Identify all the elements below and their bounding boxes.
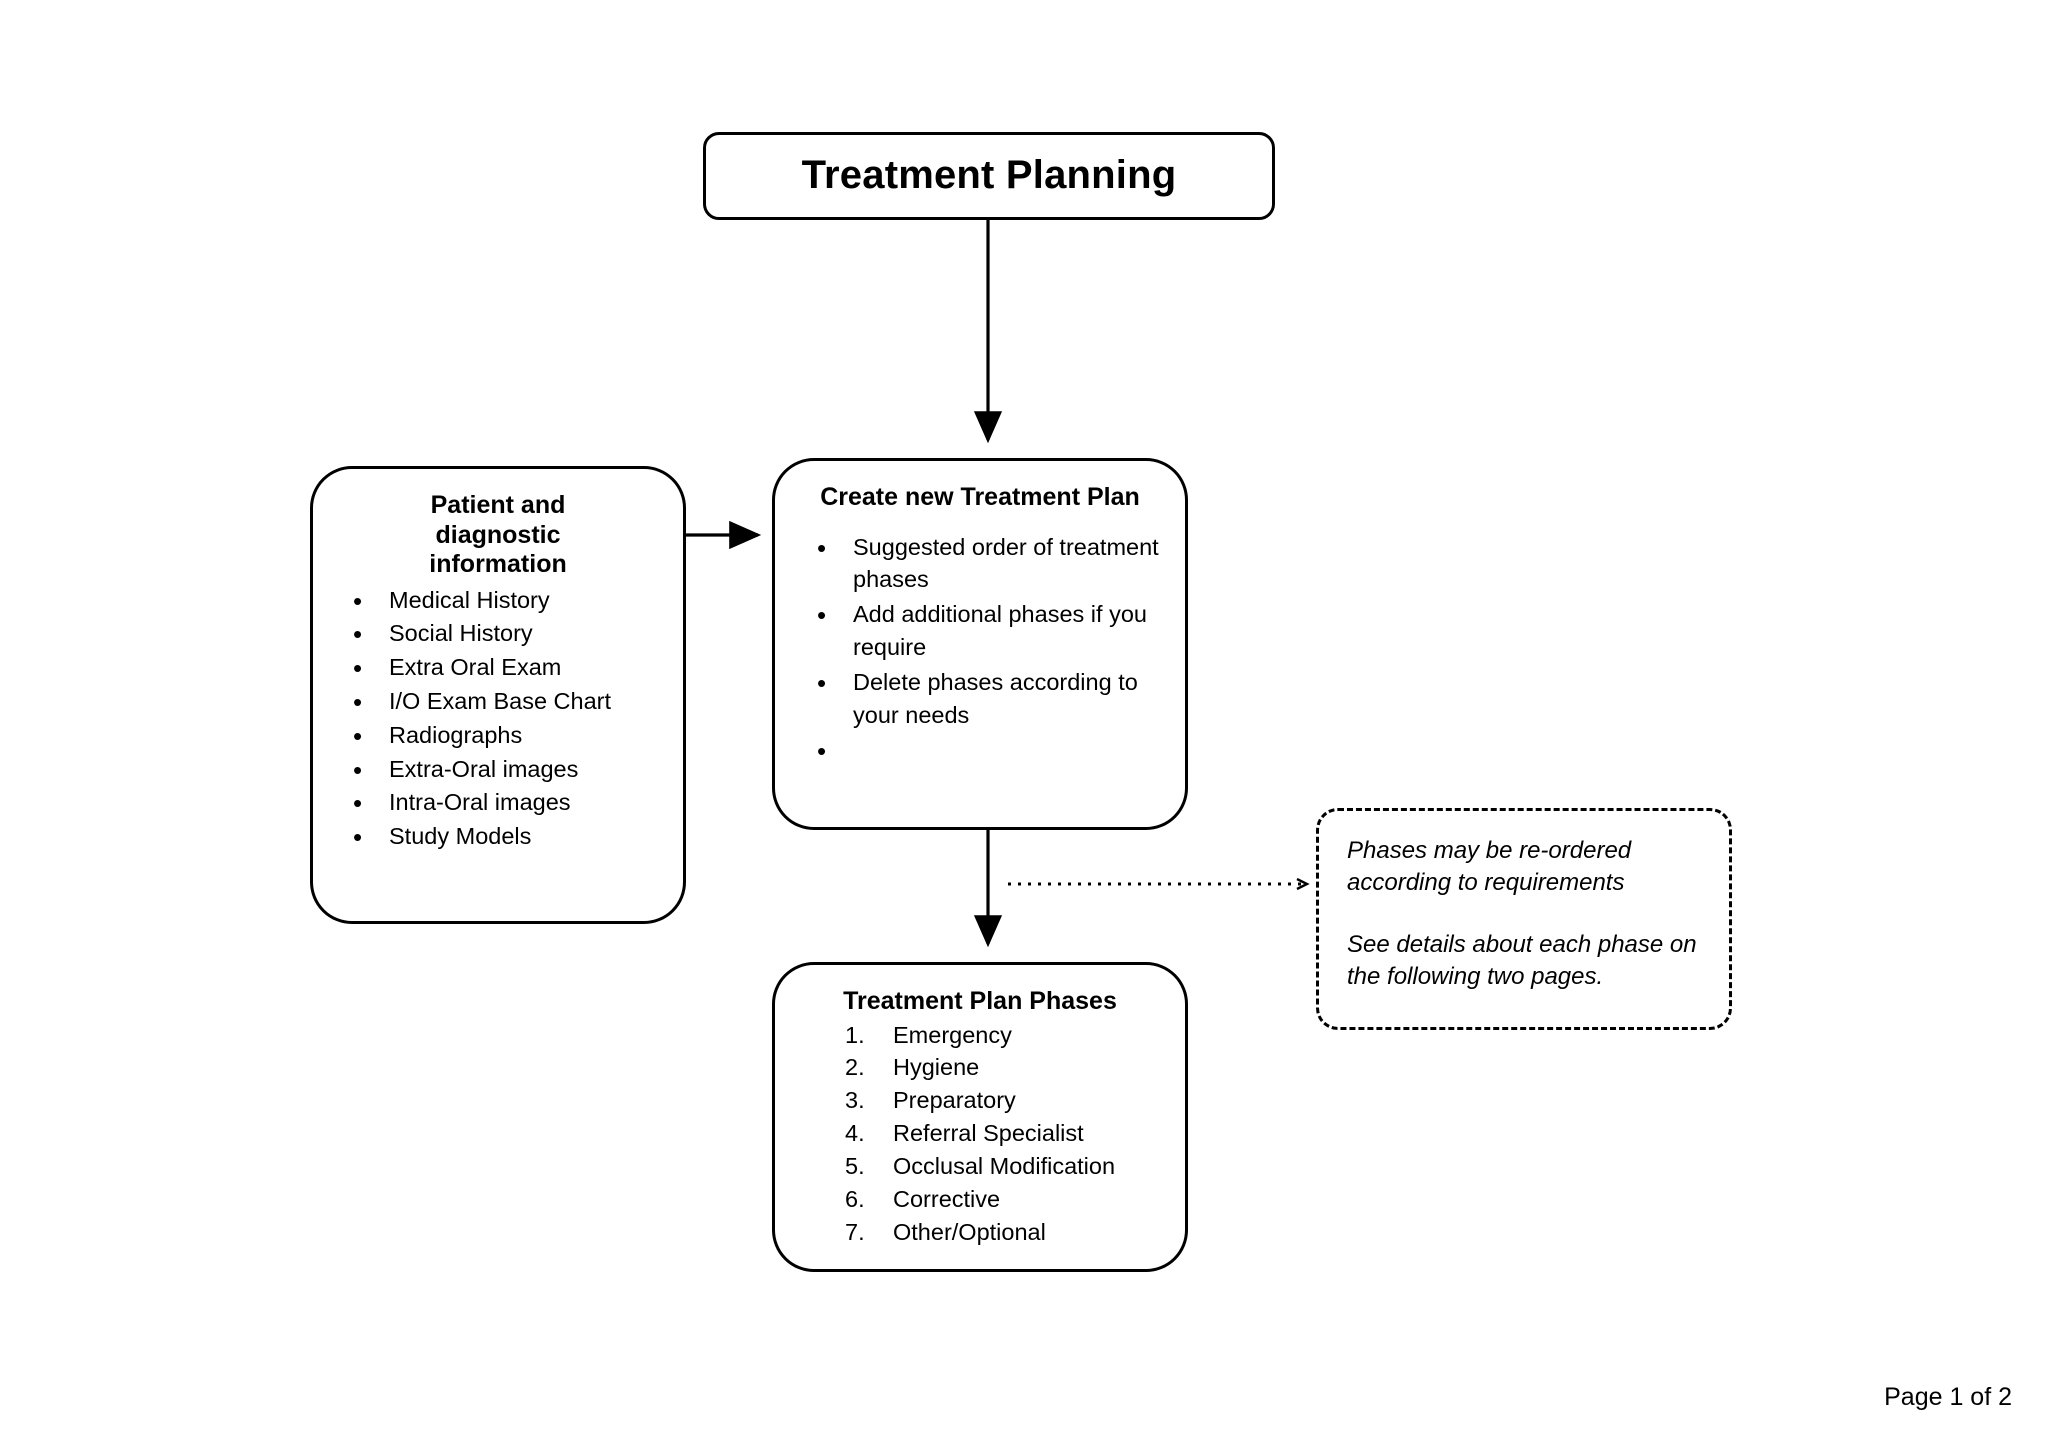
note-spacer [1347,899,1701,929]
list-item: Add additional phases if you require [791,597,1169,664]
note-line-2: See details about each phase on the foll… [1347,930,1697,990]
create-box-title: Create new Treatment Plan [820,483,1140,511]
list-item: Medical History [331,583,665,620]
node-create-new-treatment-plan[interactable]: Create new Treatment Plan Suggested orde… [772,458,1188,830]
treatment-planning-label: Treatment Planning [801,153,1177,198]
node-patient-diagnostic-information[interactable]: Patient and diagnostic information Medic… [310,466,686,924]
list-item: Intra-Oral images [331,785,665,822]
list-item: Radiographs [331,718,665,755]
page-number-footer: Page 1 of 2 [1884,1383,2012,1411]
list-item: Study Models [331,819,665,856]
list-item: Occlusal Modification [845,1150,1116,1183]
node-treatment-plan-phases[interactable]: Treatment Plan Phases Emergency Hygiene … [772,962,1188,1272]
list-item: Preparatory [845,1084,1016,1117]
phases-box-list: Emergency Hygiene Preparatory Referral S… [791,1019,1169,1249]
note-line-1: Phases may be re-ordered according to re… [1347,837,1632,896]
list-item: Hygiene [845,1051,980,1084]
patient-box-title: Patient and diagnostic information [429,491,567,578]
list-item: Extra-Oral images [331,752,665,789]
create-box-list: Suggested order of treatment phases Add … [791,530,1169,770]
list-item: Delete phases according to your needs [791,665,1169,732]
node-treatment-planning[interactable]: Treatment Planning [703,132,1275,220]
list-item: Emergency [845,1019,1012,1052]
list-item: I/O Exam Base Chart [331,684,665,721]
list-item: Corrective [845,1183,1001,1216]
list-item: Suggested order of treatment phases [791,530,1169,597]
list-item: Other/Optional [845,1216,1046,1249]
list-item: Extra Oral Exam [331,650,665,687]
patient-box-list: Medical History Social History Extra Ora… [331,583,665,857]
list-item: Referral Specialist [845,1117,1084,1150]
phases-box-title: Treatment Plan Phases [843,987,1117,1015]
node-note-callout: Phases may be re-ordered according to re… [1316,808,1732,1030]
list-item: Social History [331,616,665,653]
